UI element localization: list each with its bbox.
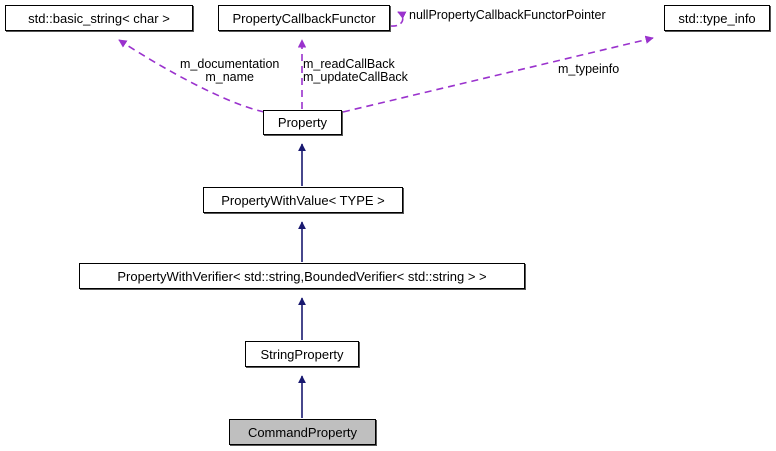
node-label: PropertyCallbackFunctor bbox=[232, 10, 376, 26]
edge-property-to-type-info bbox=[342, 35, 654, 113]
edge-callback-functor-self-loop bbox=[390, 11, 407, 27]
node-label: std::type_info bbox=[678, 10, 756, 26]
node-label: PropertyWithVerifier< std::string,Bounde… bbox=[117, 268, 487, 284]
edge-label-m-read-update-callback: m_readCallBack m_updateCallBack bbox=[303, 57, 408, 84]
node-property[interactable]: Property bbox=[263, 110, 342, 135]
edge-label-null-property-callback-functor-pointer: nullPropertyCallbackFunctorPointer bbox=[409, 8, 606, 22]
edge-property-to-basic-string bbox=[118, 39, 265, 113]
node-label: std::basic_string< char > bbox=[28, 10, 170, 26]
edge-label-m-typeinfo: m_typeinfo bbox=[558, 62, 620, 76]
node-std-type-info[interactable]: std::type_info bbox=[664, 5, 770, 31]
node-property-with-verifier[interactable]: PropertyWithVerifier< std::string,Bounde… bbox=[79, 263, 525, 289]
node-label: StringProperty bbox=[260, 346, 344, 362]
edge-label-m-documentation-m-name: m_documentation m_name bbox=[180, 57, 280, 84]
node-label: CommandProperty bbox=[247, 424, 358, 440]
node-string-property[interactable]: StringProperty bbox=[245, 341, 359, 367]
node-command-property[interactable]: CommandProperty bbox=[229, 419, 376, 445]
node-property-callback-functor[interactable]: PropertyCallbackFunctor bbox=[218, 5, 390, 31]
node-label: Property bbox=[277, 115, 328, 130]
node-std-basic-string[interactable]: std::basic_string< char > bbox=[5, 5, 193, 31]
node-label: PropertyWithValue< TYPE > bbox=[221, 192, 385, 208]
node-property-with-value[interactable]: PropertyWithValue< TYPE > bbox=[203, 187, 403, 213]
